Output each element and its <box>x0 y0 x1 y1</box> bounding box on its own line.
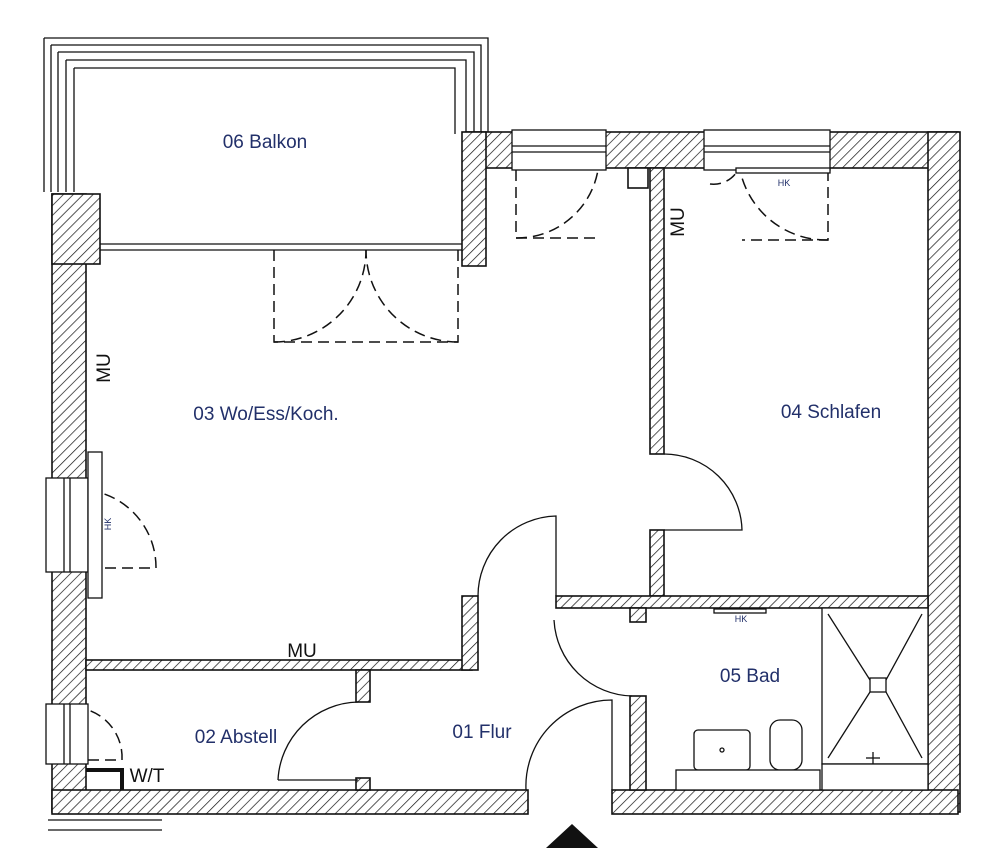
room-label-schlafen: 04 Schlafen <box>781 402 881 423</box>
room-label-balkon: 06 Balkon <box>223 132 308 153</box>
hk-label-left: HK <box>103 518 113 531</box>
hk-label-bath: HK <box>735 614 748 624</box>
mu-label-center: MU <box>668 207 689 237</box>
dimension-lines <box>48 819 162 831</box>
room-label-abstell: 02 Abstell <box>195 727 277 748</box>
hk-label-top: HK <box>778 178 791 188</box>
balcony-parapet <box>43 37 489 192</box>
radiators <box>87 167 831 614</box>
mu-label-bottom: MU <box>287 641 317 662</box>
windows <box>45 129 831 765</box>
room-label-bad: 05 Bad <box>720 666 780 687</box>
wt-label: W/T <box>130 766 165 787</box>
interior-walls <box>85 167 929 791</box>
mu-label-left: MU <box>94 353 115 383</box>
room-label-wohnen: 03 Wo/Ess/Koch. <box>193 404 338 425</box>
bath-fixtures <box>675 719 821 791</box>
shower <box>821 607 929 791</box>
room-label-flur: 01 Flur <box>452 722 512 743</box>
entrance-arrow-icon <box>546 824 598 848</box>
doors <box>87 169 829 791</box>
